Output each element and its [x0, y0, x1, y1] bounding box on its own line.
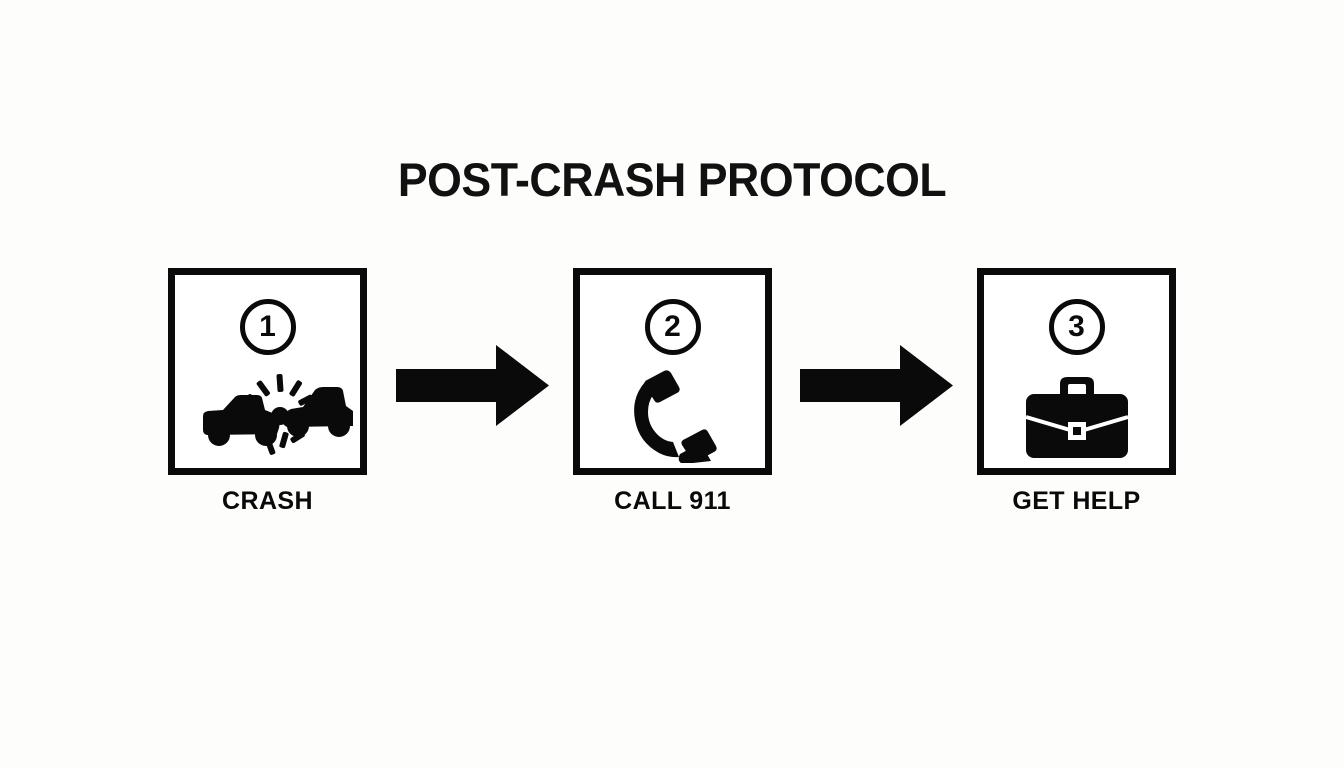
step-2-label: CALL 911: [614, 487, 731, 515]
step-3-get-help: 3: [977, 268, 1176, 515]
step-2-call-911: 2 CALL 911: [573, 268, 772, 515]
arrow-right-icon: [396, 343, 549, 428]
step-1-number-badge: 1: [239, 299, 296, 355]
step-3-number-badge: 3: [1048, 299, 1105, 355]
step-1-crash: 1: [168, 268, 367, 515]
briefcase-icon: [984, 363, 1169, 468]
steps-row: 1: [0, 268, 1344, 528]
car-crash-icon: [175, 363, 360, 468]
phone-handset-icon: [580, 363, 765, 468]
arrow-right-icon: [800, 343, 953, 428]
step-2-box: 2: [573, 268, 772, 475]
step-3-box: 3: [977, 268, 1176, 475]
step-2-number-badge: 2: [644, 299, 701, 355]
step-3-label: GET HELP: [1012, 487, 1141, 515]
page-title: POST-CRASH PROTOCOL: [397, 153, 947, 206]
step-1-label: CRASH: [222, 487, 313, 515]
step-1-box: 1: [168, 268, 367, 475]
